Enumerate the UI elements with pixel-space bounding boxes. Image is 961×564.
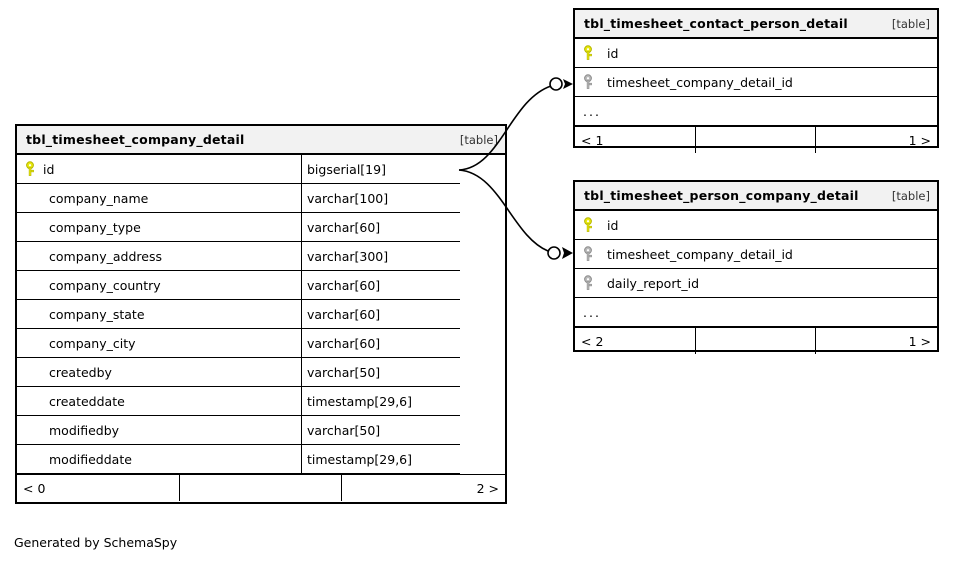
cardinality-arrow-marker [562,247,573,259]
column-type: varchar[60] [301,213,460,241]
table-row[interactable]: daily_report_id [575,269,937,298]
column-name: timesheet_company_detail_id [607,246,793,262]
column-name: modifieddate [49,451,132,467]
column-name: company_address [49,248,162,264]
foreign-key-icon [583,74,597,90]
column-name: createdby [49,364,112,380]
column-name: company_state [49,306,145,322]
entity-footer: < 1 1 > [575,126,937,153]
table-row[interactable]: company_state varchar[60] [17,300,460,329]
footer-middle [696,328,817,354]
column-name: createddate [49,393,125,409]
column-name-cell: company_address [17,242,301,270]
cardinality-zero-marker [547,246,561,260]
table-row[interactable]: modifieddate timestamp[29,6] [17,445,460,474]
entity-type-tag: [table] [891,188,930,203]
entity-title: tbl_timesheet_person_company_detail [584,188,859,203]
more-columns-row: ... [575,97,937,126]
entity-tbl-timesheet-person-company-detail[interactable]: tbl_timesheet_person_company_detail [tab… [573,180,939,354]
column-name: id [607,45,619,61]
footer-child-count[interactable]: 1 > [908,132,931,148]
table-row[interactable]: id bigserial[19] [17,155,460,184]
entity-tbl-timesheet-company-detail[interactable]: tbl_timesheet_company_detail [table] id [15,124,507,504]
primary-key-icon [25,161,39,177]
footer-child-count[interactable]: 1 > [908,333,931,349]
column-type: varchar[300] [301,242,460,270]
primary-key-icon [583,45,597,61]
table-row[interactable]: timesheet_company_detail_id [575,68,937,97]
table-row[interactable]: modifiedby varchar[50] [17,416,460,445]
column-list: id bigserial[19] company_name varchar[10… [17,155,460,474]
column-name-cell: timesheet_company_detail_id [575,240,937,268]
column-name: id [43,161,55,177]
entity-title: tbl_timesheet_company_detail [26,132,245,147]
entity-type-tag: [table] [459,132,498,147]
foreign-key-icon [583,246,597,262]
column-name: company_type [49,219,141,235]
cardinality-arrow-marker [563,79,573,89]
column-type: varchar[50] [301,416,460,444]
entity-type-tag: [table] [891,16,930,31]
column-type: varchar[60] [301,329,460,357]
cardinality-zero-marker [549,77,563,91]
column-name: company_country [49,277,161,293]
column-name-cell: company_city [17,329,301,357]
column-name: modifiedby [49,422,120,438]
column-type: timestamp[29,6] [301,445,460,473]
column-name-cell: id [575,39,937,67]
table-row[interactable]: createdby varchar[50] [17,358,460,387]
entity-title: tbl_timesheet_contact_person_detail [584,16,848,31]
column-name-cell: company_country [17,271,301,299]
footer-middle [696,127,817,153]
table-row[interactable]: company_type varchar[60] [17,213,460,242]
column-name-cell: daily_report_id [575,269,937,297]
entity-tbl-timesheet-contact-person-detail[interactable]: tbl_timesheet_contact_person_detail [tab… [573,8,939,153]
column-name: timesheet_company_detail_id [607,74,793,90]
footer-parent-count[interactable]: < 2 [575,328,696,354]
more-columns-row: ... [575,298,937,327]
entity-footer: < 0 2 > [17,474,505,501]
column-list: id timesheet_company_detail_id [575,211,937,327]
diagram-caption: Generated by SchemaSpy [14,535,178,550]
column-list: id timesheet_company_detail_id [575,39,937,126]
column-type: varchar[100] [301,184,460,212]
table-row[interactable]: timesheet_company_detail_id [575,240,937,269]
footer-parent-count[interactable]: < 0 [17,475,180,501]
column-name: id [607,217,619,233]
column-name: company_city [49,335,136,351]
column-name-cell: company_type [17,213,301,241]
column-name-cell: id [575,211,937,239]
entity-footer: < 2 1 > [575,327,937,354]
primary-key-icon [583,217,597,233]
footer-middle [180,475,343,501]
column-name: company_name [49,190,149,206]
table-row[interactable]: createddate timestamp[29,6] [17,387,460,416]
column-type: timestamp[29,6] [301,387,460,415]
table-row[interactable]: id [575,39,937,68]
table-row[interactable]: company_country varchar[60] [17,271,460,300]
entity-header: tbl_timesheet_person_company_detail [tab… [575,182,937,211]
column-name: daily_report_id [607,275,700,291]
foreign-key-icon [583,275,597,291]
column-name-cell: company_name [17,184,301,212]
column-name-cell: modifiedby [17,416,301,444]
footer-parent-count[interactable]: < 1 [575,127,696,153]
table-row[interactable]: id [575,211,937,240]
table-row[interactable]: company_city varchar[60] [17,329,460,358]
table-row[interactable]: company_name varchar[100] [17,184,460,213]
column-name-cell: timesheet_company_detail_id [575,68,937,96]
column-type: varchar[60] [301,300,460,328]
column-name-cell: company_state [17,300,301,328]
column-type: varchar[50] [301,358,460,386]
table-row[interactable]: company_address varchar[300] [17,242,460,271]
column-name-cell: createddate [17,387,301,415]
column-type: bigserial[19] [301,155,460,183]
column-name-cell: createdby [17,358,301,386]
column-type: varchar[60] [301,271,460,299]
entity-header: tbl_timesheet_company_detail [table] [17,126,505,155]
column-name-cell: id [17,155,301,183]
entity-header: tbl_timesheet_contact_person_detail [tab… [575,10,937,39]
column-name-cell: modifieddate [17,445,301,473]
footer-child-count[interactable]: 2 > [476,480,499,496]
